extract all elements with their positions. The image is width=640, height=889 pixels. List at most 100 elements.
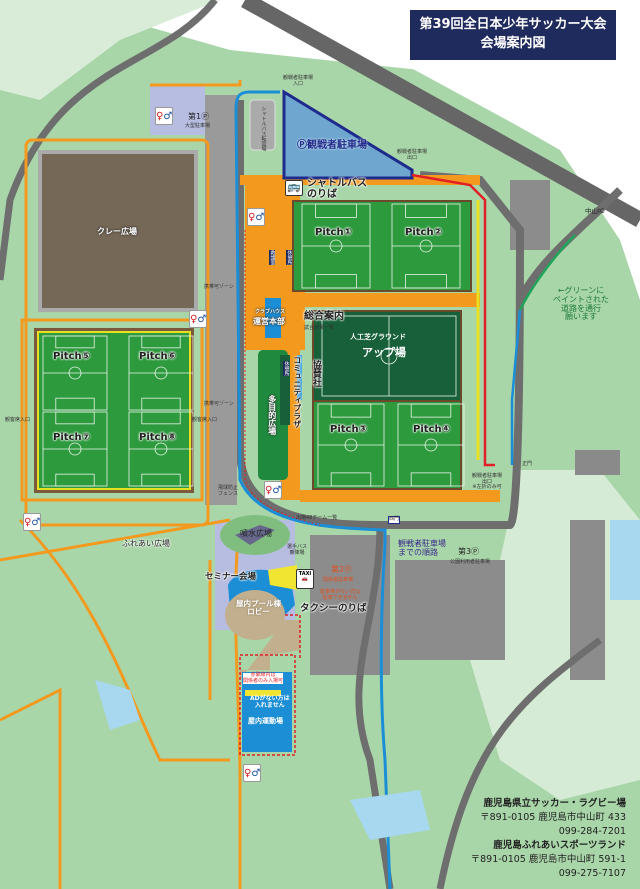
pitch-line	[55, 411, 95, 425]
pitch-line	[405, 274, 447, 289]
pitch-line	[410, 472, 452, 487]
nakayama-ic-label: 中山IC	[585, 207, 605, 215]
pitch-line	[55, 397, 95, 411]
pitch-8-label: Pitch⑧	[139, 432, 177, 443]
parking-entrance-label: 観戦者駐車場 入口	[283, 75, 314, 87]
ad-note: ADがない方は 入れません	[250, 695, 290, 709]
stadium-name: 鹿児島県立サッカー・ラグビー場	[483, 798, 626, 809]
p3-sub-label: 公園利用者駐車場	[450, 559, 491, 565]
taxi-icon-text: TAXI	[298, 571, 312, 577]
pitch-line	[424, 438, 438, 452]
indoor-gym-label: 屋内運動場	[248, 717, 283, 725]
info-desk-label: 総合案内	[304, 311, 344, 322]
route-to-parking	[234, 90, 392, 889]
pitch-1-label: Pitch①	[315, 227, 353, 238]
shuttle-stop-label: シャトルバス のりば	[307, 178, 367, 200]
rest-area-label-1: 休憩所	[286, 250, 293, 265]
p2-label: 第2Ⓟ	[331, 565, 353, 574]
pitch-2-label: Pitch②	[405, 227, 443, 238]
clubhouse-label: 運営本部	[253, 317, 285, 326]
toilet-icon: ♀♂	[247, 208, 265, 226]
pitch-6-label: Pitch⑥	[139, 351, 177, 362]
map-title: 第39回全日本少年サッカー大会会場案内図	[410, 10, 616, 60]
multi-purpose-label: 多目的広場	[267, 395, 277, 435]
pitch-line	[419, 239, 433, 253]
teams48-label: 出場48チーム一覧	[296, 515, 338, 521]
pitch-line	[410, 403, 452, 418]
pitch-5-8-field	[39, 333, 189, 488]
restricted-note: 赤破線内は 関係者のみ入場可	[243, 672, 284, 684]
p1-label: 第1Ⓟ	[188, 112, 210, 121]
title-line2: 会場案内図	[480, 35, 546, 51]
clubhouse-small-label: クラブハウス	[255, 309, 286, 315]
clay-plaza-label: クレー広場	[97, 227, 137, 236]
gate-label: 西門	[388, 516, 401, 524]
seminar-label: セミナー会場	[205, 572, 257, 582]
p2-note: 駐車券がない方は 駐車できません	[320, 589, 361, 601]
pitch-line	[330, 472, 372, 487]
pitch-line	[380, 347, 398, 365]
taxi-icon: TAXI🚗	[296, 569, 314, 589]
title-line1: 第39回全日本少年サッカー大会	[419, 17, 607, 32]
first-aid-label: 救護室	[269, 250, 276, 265]
gate2-label: 正門	[522, 461, 533, 467]
pitch-5-label: Pitch⑤	[53, 351, 91, 362]
pitch-line	[329, 239, 343, 253]
warmup-label: アップ場	[362, 346, 406, 359]
toilet-icon: ♀♂	[243, 764, 261, 782]
player-bus-label: 選手バス 乗降場	[287, 544, 308, 556]
fureai-plaza-label: ふれあい広場	[122, 539, 170, 548]
warmup-field	[314, 312, 460, 400]
toilet-icon: ♀♂	[264, 481, 282, 499]
stadium-phone: 099-284-7201	[558, 826, 626, 837]
seat-entrance-label-1: 観客席入口	[5, 417, 31, 423]
pitch-line	[141, 335, 181, 349]
community-plaza-label: コミュニティプラザ	[292, 356, 302, 428]
seat-entrance-label-2: 観客席入口	[192, 417, 218, 423]
fountain-plaza-label: 噴水広場	[240, 529, 272, 538]
pitch-line	[154, 366, 168, 380]
pitch-line	[344, 438, 358, 452]
exit-route	[411, 173, 495, 467]
results-board-label: 試合結果一覧	[304, 325, 335, 331]
pool-lobby-label: 屋内プール棟 ロビー	[236, 599, 281, 617]
pitch-line	[55, 473, 95, 487]
toilet-icon: ♀♂	[23, 513, 41, 531]
pitch-line	[154, 442, 168, 456]
pitch-line	[141, 397, 181, 411]
indoor-gym	[242, 672, 292, 752]
stadium-address: 〒891-0105 鹿児島市中山町 433	[480, 812, 626, 823]
pitch-3-label: Pitch③	[330, 424, 368, 435]
p1-sub-label: 大型駐車場	[185, 123, 211, 129]
phone-zone-label-2: 携帯可ゾーン	[204, 401, 234, 407]
turf-small-label: 人工芝グラウンド	[350, 333, 406, 341]
shuttle-turn-label: シャトルバス転回場	[260, 106, 267, 151]
toilet-icon: ♀♂	[189, 310, 207, 328]
parking-exit2-label: 観戦者駐車場 出口 ※左折のみ可	[472, 473, 503, 490]
pitch-4-label: Pitch④	[413, 424, 451, 435]
pitch-line	[315, 274, 357, 289]
green-painted-road	[518, 234, 576, 311]
pitch-line	[405, 203, 447, 218]
bus-icon: 🚌	[285, 180, 303, 196]
sportsland-phone: 099-275-7107	[558, 868, 626, 879]
spectator-parking-label: Ⓟ観戦者駐車場	[297, 140, 367, 151]
spectator-parking	[282, 89, 414, 180]
route-label: 観戦者駐車場 までの順路	[398, 539, 446, 557]
green-road-note: ←グリーンに ペイントされた 道路を通行 願います	[553, 286, 609, 322]
pitch-7-label: Pitch⑦	[53, 432, 91, 443]
toilet-icon: ♀♂	[155, 107, 173, 125]
walking-paths	[0, 80, 242, 889]
p3-lot	[395, 560, 505, 660]
phone-zone-label-1: 携帯可ゾーン	[204, 284, 234, 290]
pitch-line	[141, 411, 181, 425]
pitch-line	[315, 203, 357, 218]
pitch-line	[68, 442, 82, 456]
clay-field	[42, 154, 194, 308]
fence-label: 飛球防止 フェンス	[218, 485, 239, 497]
pitch-line	[68, 366, 82, 380]
taxi-stop-label: タクシーのりば	[300, 603, 367, 614]
sportsland-name: 鹿児島ふれあいスポーツランド	[493, 840, 626, 851]
sponsor-label: 協賛社	[310, 360, 321, 387]
